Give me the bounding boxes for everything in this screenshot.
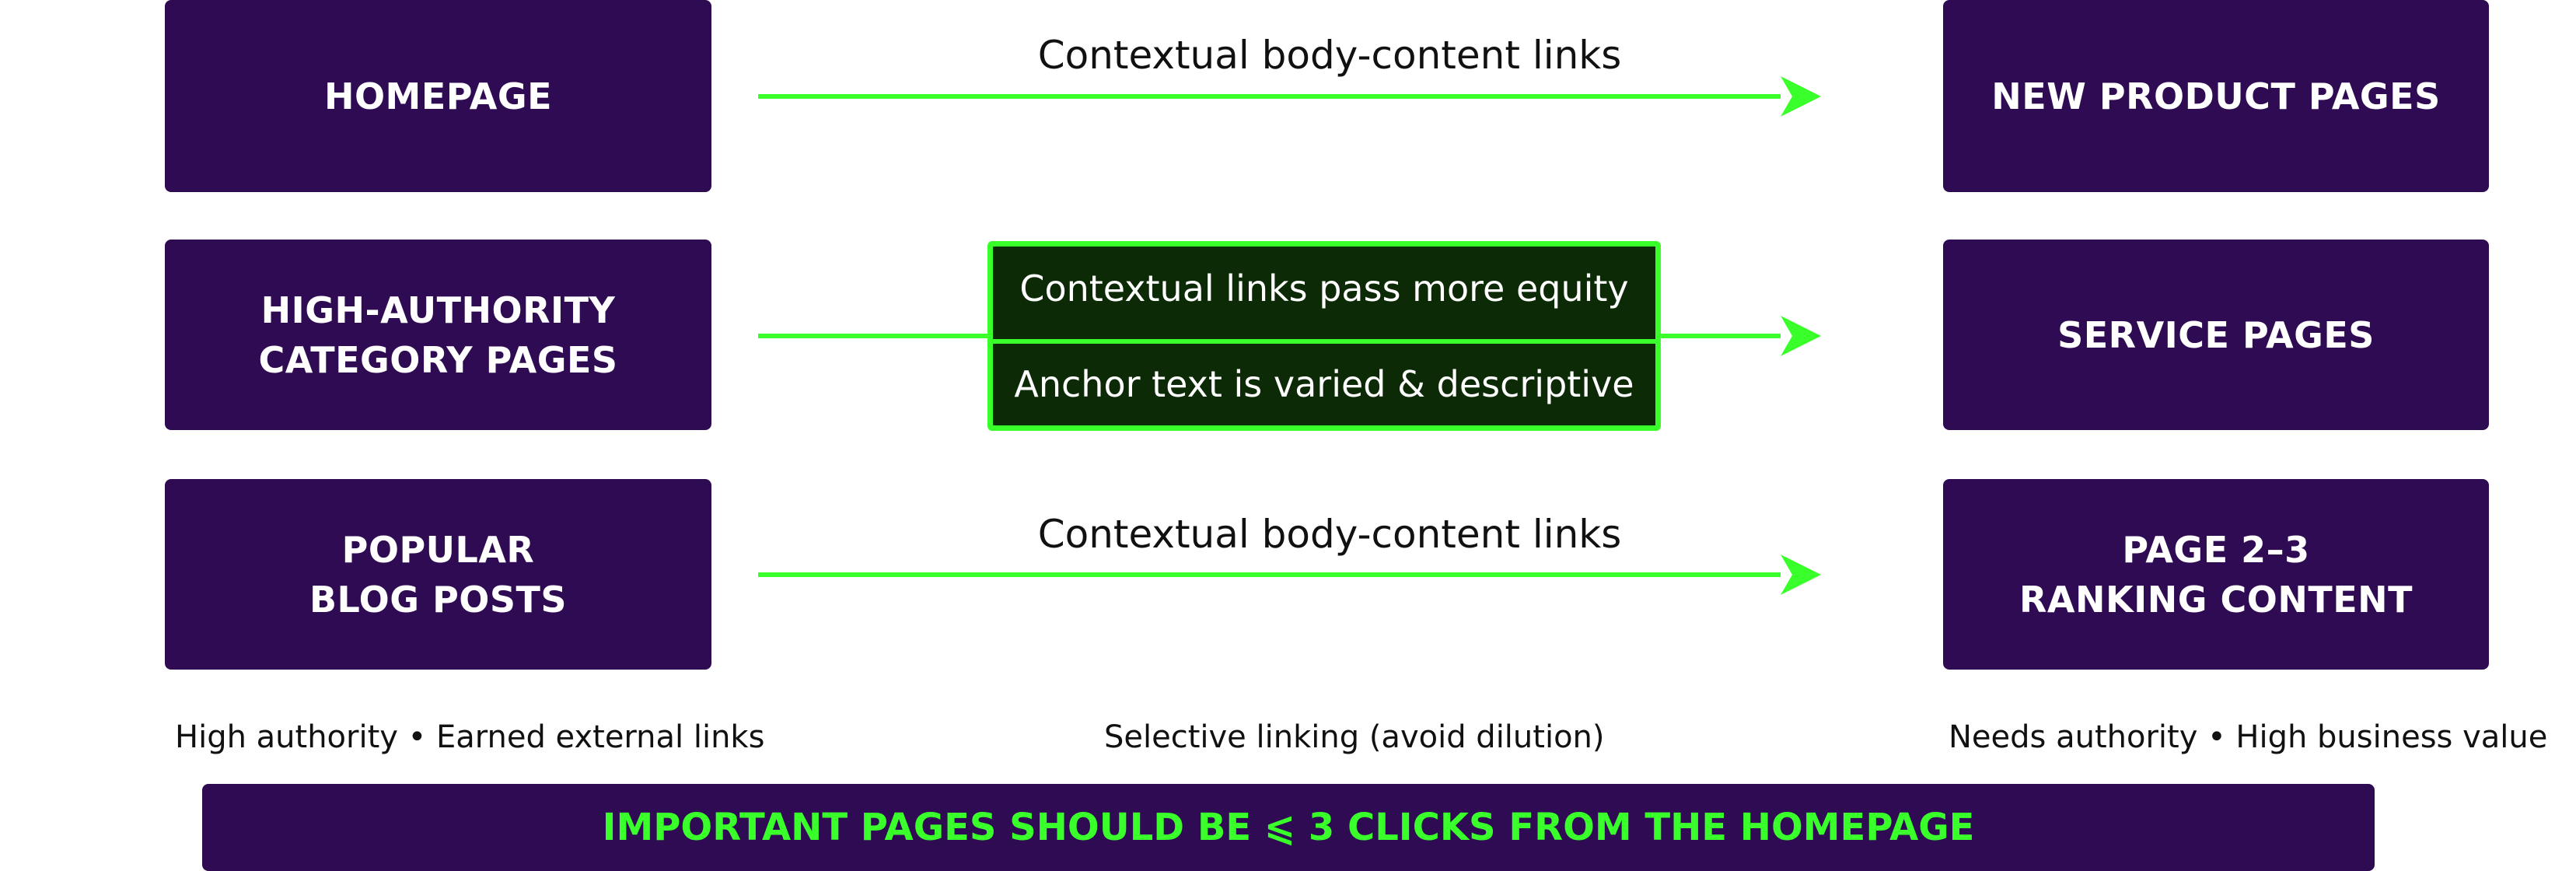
click-depth-banner: IMPORTANT PAGES SHOULD BE ⩽ 3 CLICKS FRO… [202, 784, 2375, 871]
target-box-label: RANKING CONTENT [2019, 578, 2413, 621]
link-label-top: Contextual body-content links [1037, 33, 1622, 78]
caption-linking: Selective linking (avoid dilution) [1104, 719, 1605, 755]
callout-line-equity: Contextual links pass more equity [1019, 268, 1629, 310]
source-box-label: BLOG POSTS [309, 578, 568, 621]
source-box-label: HIGH-AUTHORITY [260, 289, 616, 331]
target-box-label: PAGE 2–3 [2122, 528, 2310, 571]
caption-sources: High authority • Earned external links [175, 719, 765, 755]
link-label-bottom: Contextual body-content links [1037, 512, 1622, 557]
source-box-category-pages: HIGH-AUTHORITY CATEGORY PAGES [165, 240, 711, 430]
source-box-label: POPULAR [341, 528, 535, 571]
callout-divider [993, 339, 1655, 344]
target-box-label: NEW PRODUCT PAGES [1991, 75, 2441, 117]
link-arrow-1 [758, 76, 1821, 117]
target-box-ranking-content: PAGE 2–3 RANKING CONTENT [1943, 479, 2489, 670]
target-box-label: SERVICE PAGES [2057, 313, 2375, 356]
target-box-new-product-pages: NEW PRODUCT PAGES [1943, 0, 2489, 192]
link-arrow-3 [758, 554, 1821, 595]
source-box-label: HOMEPAGE [323, 75, 553, 117]
source-box-homepage: HOMEPAGE [165, 0, 711, 192]
source-box-label: CATEGORY PAGES [258, 338, 618, 381]
target-box-service-pages: SERVICE PAGES [1943, 240, 2489, 430]
callout-line-anchor-text: Anchor text is varied & descriptive [1014, 363, 1634, 405]
best-practices-callout: Contextual links pass more equity Anchor… [987, 241, 1661, 431]
source-box-blog-posts: POPULAR BLOG POSTS [165, 479, 711, 670]
caption-targets: Needs authority • High business value [1949, 719, 2548, 755]
